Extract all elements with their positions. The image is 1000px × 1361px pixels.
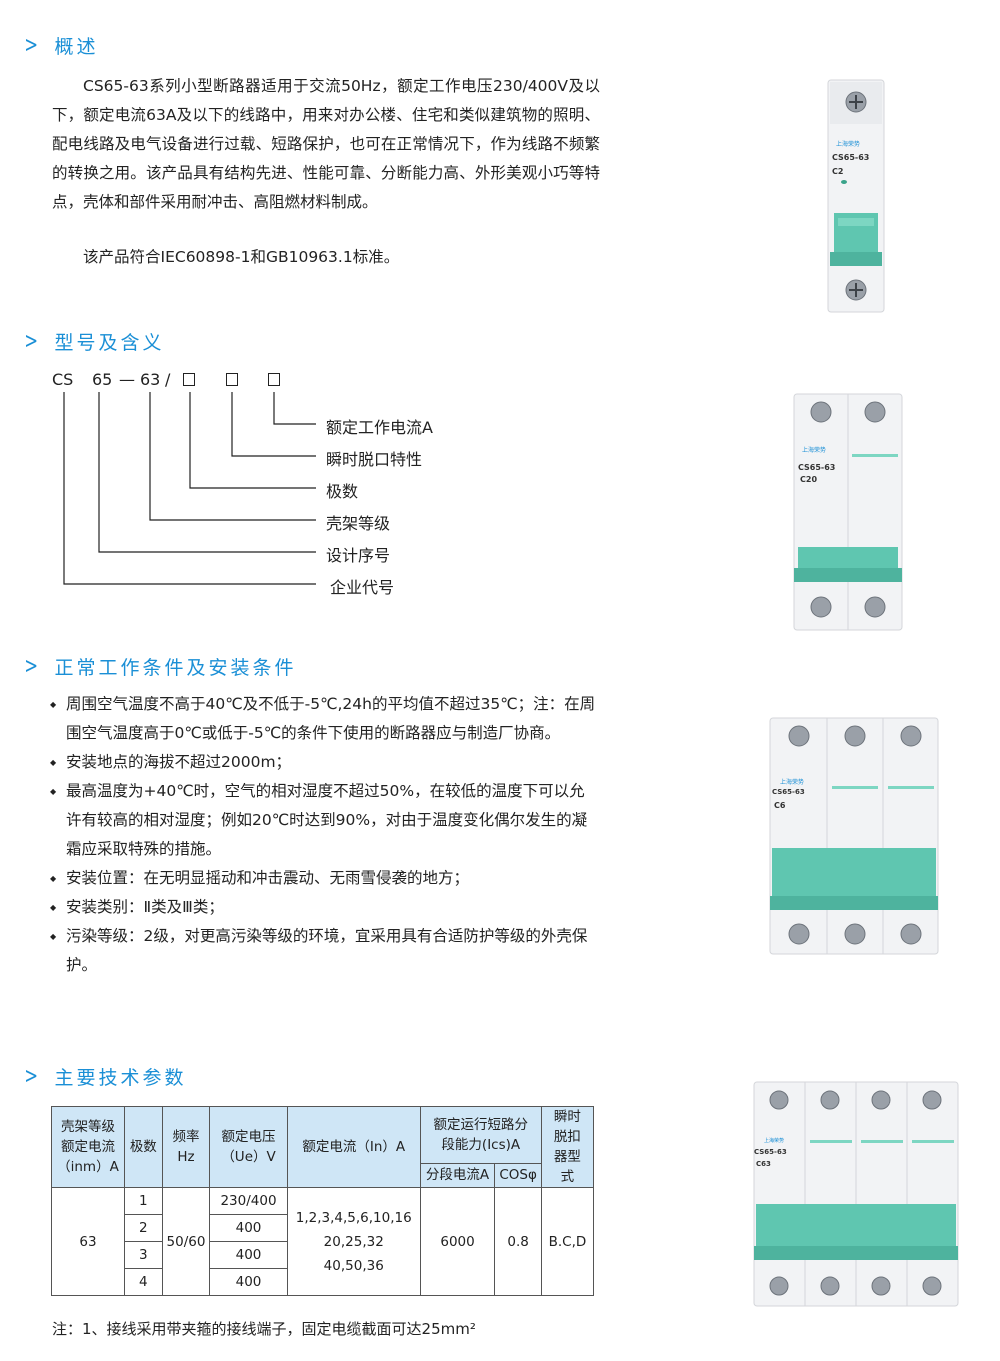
brand-label: 上海荣势	[764, 1137, 784, 1144]
meaning-company-code: 企业代号	[330, 578, 395, 597]
list-item: 安装位置：在无明显摇动和冲击震动、无雨雪侵袭的地方；	[50, 864, 600, 893]
header-breaking-current: 分段电流A	[419, 1162, 496, 1189]
meaning-poles: 极数	[326, 482, 359, 501]
rating-label: C2	[832, 167, 843, 176]
brand-label: 上海荣势	[780, 778, 804, 786]
overview-heading: > 概述	[22, 32, 98, 59]
cell-voltage: 400	[209, 1268, 288, 1296]
chevron-right-icon: >	[24, 1063, 39, 1089]
model-label: CS65-63	[772, 788, 805, 796]
cell-poles: 4	[123, 1268, 163, 1296]
section-title: 概述	[54, 36, 99, 58]
meaning-rated-current: 额定工作电流A	[326, 418, 433, 437]
placeholder-box	[268, 373, 280, 386]
cell-cos: 0.8	[494, 1187, 542, 1296]
code-cs: CS	[52, 370, 74, 389]
rating-label: C6	[774, 801, 786, 810]
chevron-right-icon: >	[24, 32, 39, 58]
overview-paragraph: CS65-63系列小型断路器适用于交流50Hz，额定工作电压230/400V及以…	[52, 77, 600, 211]
breaker-4p-image: 上海荣势 CS65-63 C63	[753, 1081, 959, 1307]
placeholder-box	[183, 373, 195, 386]
cell-current: 1,2,3,4,5,6,10,16 20,25,32 40,50,36	[286, 1187, 421, 1296]
chevron-right-icon: >	[24, 328, 39, 354]
table-row: 63 1 50/60 230/400 1,2,3,4,5,6,10,16 20,…	[51, 1187, 595, 1296]
header-breaking: 额定运行短路分段能力(Ics)A	[419, 1106, 542, 1164]
cell-frame: 63	[51, 1187, 125, 1296]
header-trip: 瞬时脱扣器型式	[540, 1106, 595, 1188]
list-item: 安装类别：Ⅱ类及Ⅲ类；	[50, 893, 600, 922]
cell-poles: 2	[123, 1214, 163, 1242]
conditions-list: 周围空气温度不高于40℃及不低于-5℃,24h的平均值不超过35℃；注：在周围空…	[50, 690, 600, 980]
model-label: CS65-63	[832, 153, 869, 162]
meaning-design-number: 设计序号	[326, 546, 391, 565]
header-frame: 壳架等级额定电流（inm）A	[51, 1106, 125, 1188]
brand-label: 上海荣势	[802, 446, 826, 454]
list-item: 污染等级：2级，对更高污染等级的环境，宜采用具有合适防护等级的外壳保护。	[50, 922, 600, 980]
header-voltage: 额定电压（Ue）V	[209, 1106, 288, 1188]
section-title: 主要技术参数	[54, 1067, 187, 1089]
list-item: 安装地点的海拔不超过2000m；	[50, 748, 600, 777]
cell-voltage: 230/400	[209, 1187, 288, 1215]
params-heading: > 主要技术参数	[22, 1063, 186, 1090]
meaning-frame-class: 壳架等级	[326, 514, 391, 533]
table-row: 4 400	[52, 1268, 594, 1296]
code-65: 65	[92, 370, 113, 389]
model-heading: > 型号及含义	[22, 328, 164, 355]
code-slash: /	[165, 370, 171, 389]
brand-label: 上海荣势	[836, 140, 860, 148]
cell-poles: 3	[123, 1241, 163, 1269]
rating-label: C63	[756, 1160, 771, 1168]
breaker-3p-image: 上海荣势 CS65-63 C6	[769, 717, 939, 955]
model-label: CS65-63	[754, 1148, 787, 1156]
code-dash: —	[119, 370, 135, 389]
breaker-2p-image: 上海荣势 CS65-63 C20	[793, 393, 903, 631]
code-63: 63	[140, 370, 161, 389]
list-item: 周围空气温度不高于40℃及不低于-5℃,24h的平均值不超过35℃；注：在周围空…	[50, 690, 600, 748]
cell-voltage: 400	[209, 1214, 288, 1242]
breaker-1p-image: 上海荣势 CS65-63 C2	[827, 79, 885, 313]
cell-trip: B.C,D	[540, 1187, 595, 1296]
standard-paragraph: 该产品符合IEC60898-1和GB10963.1标准。	[83, 248, 400, 266]
cell-poles: 1	[123, 1187, 163, 1215]
rating-label: C20	[800, 475, 817, 484]
cell-voltage: 400	[209, 1241, 288, 1269]
header-poles: 极数	[123, 1106, 163, 1188]
conditions-heading: > 正常工作条件及安装条件	[22, 653, 296, 680]
header-freq: 频率Hz	[161, 1106, 211, 1188]
placeholder-box	[226, 373, 238, 386]
cell-breaking: 6000	[419, 1187, 496, 1296]
chevron-right-icon: >	[24, 653, 39, 679]
table-row: 2 400	[52, 1214, 594, 1242]
header-current: 额定电流（In）A	[286, 1106, 421, 1188]
header-cos: COSφ	[494, 1162, 542, 1189]
model-label: CS65-63	[798, 463, 835, 472]
footnote: 注：1、接线采用带夹箍的接线端子，固定电缆截面可达25mm²	[52, 1320, 476, 1338]
section-title: 型号及含义	[54, 332, 165, 354]
meaning-trip-characteristic: 瞬时脱口特性	[326, 450, 423, 469]
section-title: 正常工作条件及安装条件	[54, 657, 297, 679]
list-item: 最高温度为+40℃时，空气的相对湿度不超过50%，在较低的温度下可以允许有较高的…	[50, 777, 600, 864]
model-leader-lines	[63, 392, 316, 585]
cell-freq: 50/60	[161, 1187, 211, 1296]
params-table: 壳架等级额定电流（inm）A 极数 频率Hz 额定电压（Ue）V 额定电流（In…	[51, 1106, 595, 1296]
